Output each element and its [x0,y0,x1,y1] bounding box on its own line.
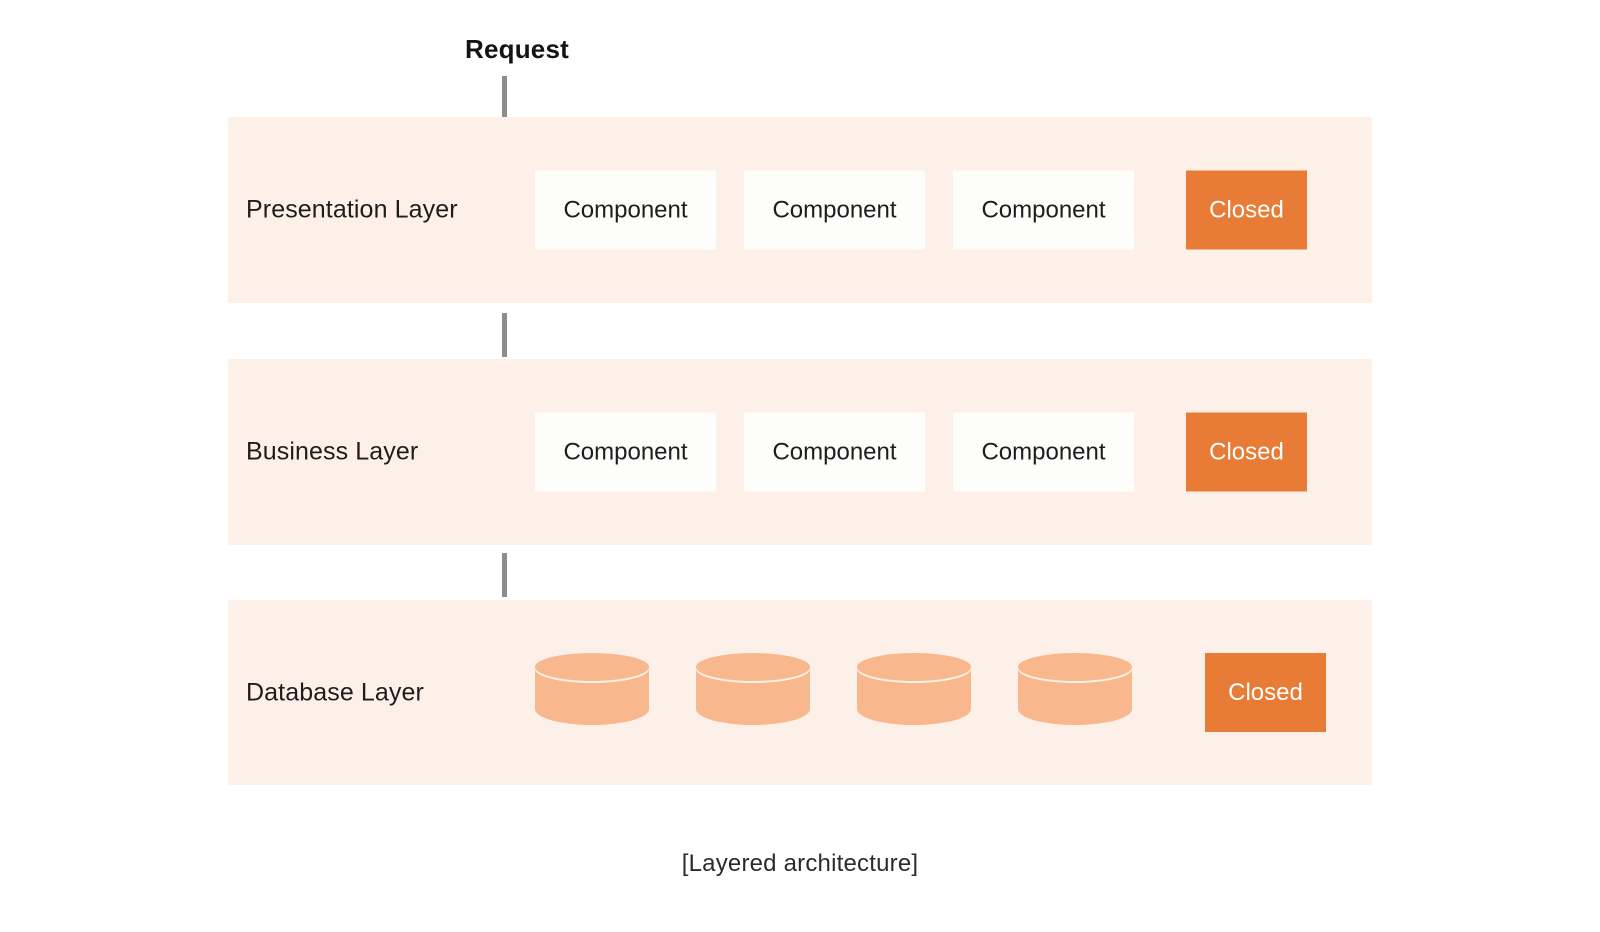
cylinder-top [857,652,971,681]
database-cylinder-icon[interactable] [857,652,971,733]
database-cylinder-icon[interactable] [535,652,649,733]
component-box[interactable]: Component [535,412,716,492]
arrow-presentation-to-business [486,313,523,383]
business-node-row: Component Component Component Closed [535,412,1307,492]
diagram-caption: [Layered architecture] [681,850,919,877]
presentation-node-row: Component Component Component Closed [535,170,1307,250]
layer-business: Business Layer Component Component Compo… [228,359,1372,545]
layer-label-business: Business Layer [246,437,419,466]
cylinder-top [1018,652,1132,681]
component-box[interactable]: Component [744,170,925,250]
cylinder-top [696,652,810,681]
closed-badge-presentation[interactable]: Closed [1186,170,1307,250]
component-box[interactable]: Component [744,412,925,492]
database-cylinder-icon[interactable] [696,652,810,733]
layer-label-database: Database Layer [246,678,424,706]
component-box[interactable]: Component [953,412,1134,492]
database-cylinder-icon[interactable] [1018,652,1132,733]
component-box[interactable]: Component [953,170,1134,250]
closed-badge-business[interactable]: Closed [1186,412,1307,492]
layer-database: Database Layer Closed [228,600,1372,785]
database-node-row: Closed [535,652,1326,733]
layer-label-presentation: Presentation Layer [246,195,458,224]
arrow-business-to-database [486,553,523,623]
closed-badge-database[interactable]: Closed [1205,653,1326,732]
arrow-request-to-presentation [486,76,523,168]
component-box[interactable]: Component [535,170,716,250]
request-label: Request [465,34,569,64]
cylinder-top [535,652,649,681]
layer-presentation: Presentation Layer Component Component C… [228,117,1372,303]
